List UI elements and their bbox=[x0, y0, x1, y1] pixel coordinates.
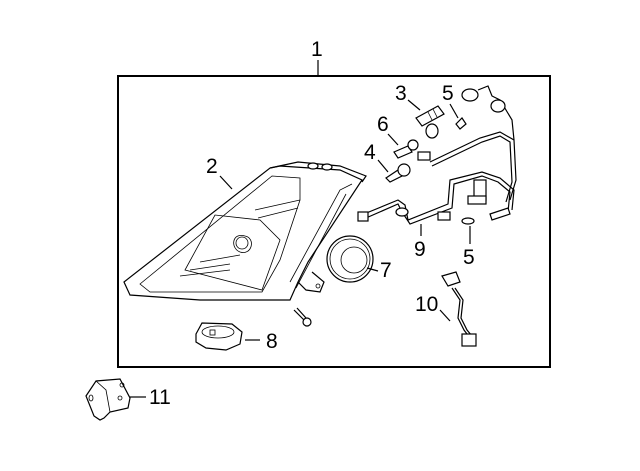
leader-line-7 bbox=[366, 267, 379, 272]
leader-line-3 bbox=[407, 99, 421, 111]
bulb-5-bottom[interactable] bbox=[461, 217, 475, 225]
headlamp-housing[interactable] bbox=[123, 161, 367, 301]
leader-line-4 bbox=[377, 159, 389, 173]
leader-line-6 bbox=[387, 133, 399, 146]
callout-11: 11 bbox=[149, 386, 171, 409]
callout-10: 10 bbox=[415, 293, 438, 316]
callout-8: 8 bbox=[266, 330, 278, 353]
headlamp-ring-7[interactable] bbox=[326, 235, 374, 283]
wiring-harness-10[interactable] bbox=[441, 271, 477, 347]
bulb-4[interactable] bbox=[385, 163, 411, 183]
callout-6: 6 bbox=[377, 113, 389, 136]
callout-2: 2 bbox=[206, 155, 218, 178]
bulb-3[interactable] bbox=[415, 105, 445, 127]
leader-line-5-top bbox=[449, 103, 459, 119]
bracket-11[interactable] bbox=[85, 378, 131, 421]
callout-4: 4 bbox=[364, 141, 376, 164]
ballast-8[interactable] bbox=[195, 322, 243, 351]
leader-line-10 bbox=[439, 309, 451, 322]
bolt[interactable] bbox=[293, 307, 312, 327]
leader-line-2 bbox=[219, 175, 233, 190]
bulb-5-top[interactable] bbox=[455, 117, 467, 130]
callout-9: 9 bbox=[414, 238, 426, 261]
callout-5-top: 5 bbox=[442, 82, 454, 105]
bulb-6[interactable] bbox=[393, 139, 419, 159]
callout-5-bottom: 5 bbox=[463, 246, 475, 269]
callout-3: 3 bbox=[395, 82, 407, 105]
callout-7: 7 bbox=[380, 259, 392, 282]
wiring-harness-9[interactable] bbox=[357, 85, 517, 225]
callout-1: 1 bbox=[311, 38, 323, 61]
